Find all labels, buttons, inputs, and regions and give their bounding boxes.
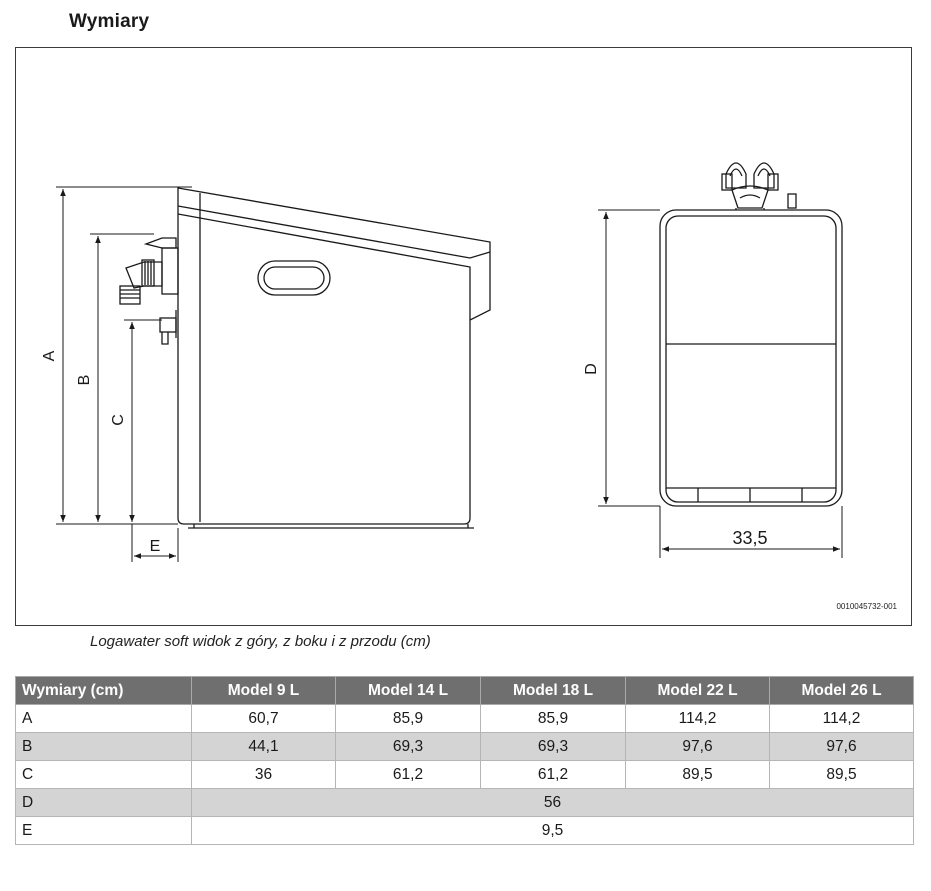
table-cell-merged: 56 [191,788,914,817]
table-cell: 61,2 [480,760,626,789]
row-label: C [15,760,192,789]
side-handle-inner [263,266,325,290]
dimension-d [598,209,660,507]
front-nut-right [767,173,779,191]
table-cell: 89,5 [769,760,914,789]
figure-caption: Logawater soft widok z góry, z boku i z … [90,633,431,650]
header-dimensions: Wymiary (cm) [15,676,192,705]
side-valve-body [161,247,179,295]
front-fitting-right [753,162,775,189]
table-cell-merged: 9,5 [191,816,914,845]
side-valve-top [143,237,177,249]
front-body-inner [665,215,837,503]
table-row: B 44,1 69,3 69,3 97,6 97,6 [15,732,914,761]
dimension-b [90,233,154,522]
row-label: B [15,732,192,761]
header-model-18l: Model 18 L [480,676,626,705]
label-width: 33,5 [732,528,767,548]
table-cell: 114,2 [769,704,914,733]
side-body-outline [177,187,491,525]
table-cell: 61,2 [335,760,481,789]
label-d: D [583,363,600,375]
dimension-width [659,506,843,558]
dimension-a [56,186,192,525]
table-cell: 36 [191,760,336,789]
table-row: D 56 [15,788,914,817]
side-elbow [125,261,163,289]
side-drain-nipple [159,317,177,333]
label-e: E [150,538,161,555]
figure-code: 0010045732-001 [836,602,897,611]
dimensions-table: Wymiary (cm) Model 9 L Model 14 L Model … [15,676,914,845]
side-thread-fitting [119,285,141,305]
front-nut-left [721,173,733,191]
front-view [659,162,843,507]
table-cell: 69,3 [335,732,481,761]
side-lid-line [177,205,491,259]
row-label: D [15,788,192,817]
dimension-e [131,524,179,562]
table-row: E 9,5 [15,816,914,845]
page-title: Wymiary [69,11,150,32]
table-cell: 44,1 [191,732,336,761]
header-model-14l: Model 14 L [335,676,481,705]
side-lid-line-2 [177,213,471,320]
table-cell: 97,6 [625,732,770,761]
header-model-26l: Model 26 L [769,676,914,705]
table-cell: 69,3 [480,732,626,761]
table-cell: 60,7 [191,704,336,733]
table-row: A 60,7 85,9 85,9 114,2 114,2 [15,704,914,733]
row-label: A [15,704,192,733]
table-row: C 36 61,2 61,2 89,5 89,5 [15,760,914,789]
side-handle-outer [257,260,331,296]
table-cell: 97,6 [769,732,914,761]
front-fitting-left [725,162,747,189]
label-c: C [110,414,127,426]
front-body-outer [659,209,843,507]
front-overflow-stub [787,193,797,209]
label-b: B [76,375,93,386]
table-cell: 85,9 [480,704,626,733]
table-cell: 85,9 [335,704,481,733]
header-model-22l: Model 22 L [625,676,770,705]
dimension-drawing: A B C E [15,47,912,626]
label-a: A [41,350,58,361]
row-label: E [15,816,192,845]
table-cell: 89,5 [625,760,770,789]
side-view [119,187,491,529]
drawing-svg: A B C E [41,162,843,562]
table-header-row: Wymiary (cm) Model 9 L Model 14 L Model … [15,676,914,705]
front-pipe-joint [731,185,769,209]
side-nut [141,259,155,287]
dimension-c [124,319,162,522]
header-model-9l: Model 9 L [191,676,336,705]
table-cell: 114,2 [625,704,770,733]
